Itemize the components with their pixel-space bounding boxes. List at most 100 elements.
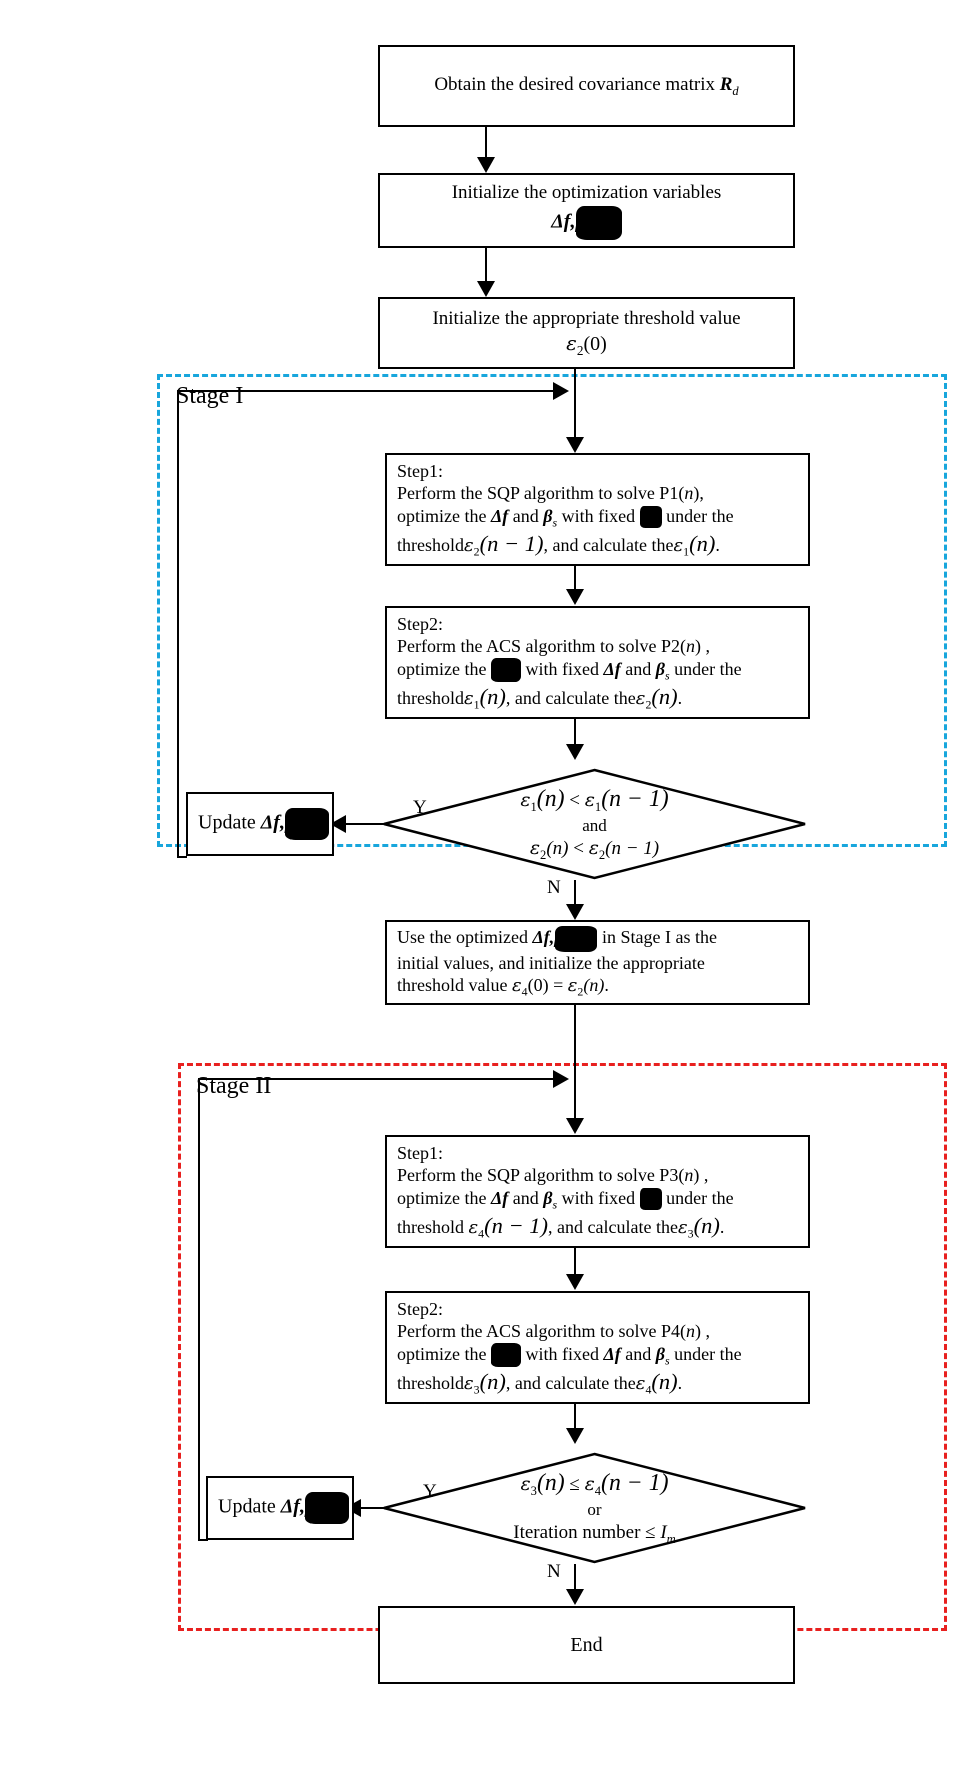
- arrowhead-down-1: [477, 157, 495, 173]
- node-stage2-decision: ε3(n) ≤ ε4(n − 1) or Iteration number ≤ …: [382, 1452, 807, 1564]
- node-end: End: [378, 1606, 795, 1684]
- edge-s1decision-no: [574, 880, 576, 914]
- node-stage2-step2-l3: optimize the with fixed Δf and βs under …: [397, 1343, 742, 1368]
- stage-2-label: Stage II: [196, 1073, 272, 1099]
- symbol-beta-s: β: [543, 505, 553, 526]
- node-stage1-decision-l2: and: [582, 816, 607, 836]
- connector-s1step1-to-s1step2: [574, 566, 576, 599]
- node-stage2-update-text: Update Δf,β: [218, 1492, 350, 1524]
- node-transfer-l1: Use the optimized Δf,β in Stage I as the: [397, 925, 717, 952]
- node-obtain-covariance: Obtain the desired covariance matrix Rd: [378, 45, 795, 127]
- symbol-Rd: R: [719, 73, 733, 95]
- node-stage1-step1: Step1: Perform the SQP algorithm to solv…: [385, 453, 810, 566]
- node-stage1-step1-l2: Perform the SQP algorithm to solve P1(n)…: [397, 483, 704, 504]
- connector-s2step1-to-s2step2: [574, 1248, 576, 1284]
- loop2-horizontal-bottom: [198, 1539, 208, 1541]
- node-initialize-variables-line2: Δf,β: [551, 206, 622, 241]
- node-stage1-update: Update Δf,β: [186, 792, 334, 856]
- loop2-horizontal-top: [198, 1078, 567, 1080]
- edge-s1decision-yes: [343, 823, 388, 825]
- node-stage2-step1-l4: threshold ε4(n − 1), and calculate theε3…: [397, 1212, 725, 1241]
- node-stage1-step2-l2: Perform the ACS algorithm to solve P2(n)…: [397, 636, 710, 657]
- symbol-delta-f: Δf: [551, 210, 571, 233]
- loop1-horizontal-top: [177, 390, 567, 392]
- redaction-blob: [285, 808, 330, 840]
- redaction-blob: [575, 206, 622, 241]
- arrowhead-down-3: [566, 437, 584, 453]
- redaction-blob: [490, 1343, 521, 1368]
- node-stage2-step2-l4: thresholdε3(n), and calculate theε4(n).: [397, 1368, 683, 1397]
- edge-label-yes-2: Y: [423, 1481, 437, 1502]
- node-initialize-variables: Initialize the optimization variables Δf…: [378, 173, 795, 248]
- symbol-beta-s: β: [655, 658, 665, 679]
- node-stage1-step2-l1: Step2:: [397, 613, 444, 634]
- symbol-beta-s: β: [543, 1187, 553, 1208]
- node-stage2-step1-l1: Step1:: [397, 1142, 444, 1163]
- connector-s1step2-to-s1decision: [574, 719, 576, 753]
- arrowhead-down-8: [566, 1274, 584, 1290]
- connector-transfer-to-stage2: [574, 1005, 576, 1128]
- node-stage1-step1-l3: optimize the Δf and βs with fixed under …: [397, 505, 734, 530]
- arrowhead-down-2: [477, 281, 495, 297]
- node-stage1-step1-l4: thresholdε2(n − 1), and calculate theε1(…: [397, 530, 720, 559]
- loop1-vertical-return: [177, 390, 179, 857]
- connector-threshold-to-stage1: [574, 369, 576, 445]
- connector-s2step2-to-s2decision: [574, 1404, 576, 1436]
- symbol-Im: I: [660, 1521, 667, 1543]
- node-transfer-l3: threshold value ε4(0) = ε2(n).: [397, 975, 609, 999]
- symbol-delta-f: Δf: [603, 658, 621, 679]
- redaction-blob: [305, 1492, 350, 1524]
- edge-label-no-2: N: [547, 1561, 561, 1582]
- symbol-delta-f: Δf: [490, 1187, 509, 1208]
- arrowhead-right-loop2: [553, 1070, 569, 1088]
- node-stage1-step2-l4: thresholdε1(n), and calculate theε2(n).: [397, 683, 683, 712]
- symbol-delta-f: Δf: [603, 1343, 621, 1364]
- redaction-blob: [639, 1188, 662, 1211]
- arrowhead-down-5: [566, 744, 584, 760]
- node-stage1-update-text: Update Δf,β: [198, 808, 330, 840]
- stage-1-label: Stage I: [176, 383, 244, 409]
- diamond-shape-1: [383, 768, 806, 880]
- loop1-horizontal-bottom: [177, 856, 187, 858]
- redaction-blob: [555, 925, 598, 952]
- node-stage2-step1-l2: Perform the SQP algorithm to solve P3(n)…: [397, 1165, 709, 1186]
- symbol-beta-s: β: [655, 1343, 665, 1364]
- arrowhead-right-loop1: [553, 382, 569, 400]
- node-stage2-step2-l2: Perform the ACS algorithm to solve P4(n)…: [397, 1321, 710, 1342]
- node-stage2-update: Update Δf,β: [206, 1476, 354, 1540]
- node-initialize-variables-line1: Initialize the optimization variables: [451, 181, 722, 203]
- node-stage1-decision: ε1(n) < ε1(n − 1) and ε2(n) < ε2(n − 1): [382, 768, 807, 880]
- symbol-delta-f: Δf: [280, 1495, 300, 1518]
- node-stage2-decision-l2: or: [587, 1500, 602, 1520]
- node-stage1-decision-l1: ε1(n) < ε1(n − 1): [520, 786, 669, 814]
- node-stage1-step2-l3: optimize the with fixed Δf and βs under …: [397, 658, 742, 683]
- node-stage1-step1-l1: Step1:: [397, 460, 444, 481]
- diamond-shape-2: [383, 1452, 806, 1564]
- node-stage2-step1: Step1: Perform the SQP algorithm to solv…: [385, 1135, 810, 1248]
- arrowhead-left-1: [330, 815, 346, 833]
- arrowhead-down-10: [566, 1589, 584, 1605]
- redaction-blob: [639, 506, 662, 529]
- loop2-vertical-return: [198, 1078, 200, 1540]
- arrowhead-down-4: [566, 589, 584, 605]
- node-stage2-step2: Step2: Perform the ACS algorithm to solv…: [385, 1291, 810, 1404]
- symbol-delta-f: Δf: [532, 926, 550, 947]
- arrowhead-down-7: [566, 1118, 584, 1134]
- node-stage2-step1-l3: optimize the Δf and βs with fixed under …: [397, 1187, 734, 1212]
- node-stage2-step2-l1: Step2:: [397, 1298, 444, 1319]
- node-initialize-threshold-line1: Initialize the appropriate threshold val…: [432, 308, 741, 330]
- node-stage1-decision-l3: ε2(n) < ε2(n − 1): [529, 836, 660, 862]
- connector-init-vars-to-threshold: [485, 248, 487, 288]
- edge-s2decision-yes: [358, 1507, 398, 1509]
- node-stage1-step2: Step2: Perform the ACS algorithm to solv…: [385, 606, 810, 719]
- connector-start-to-init-vars: [485, 127, 487, 161]
- node-end-label: End: [570, 1633, 603, 1656]
- node-stage2-decision-l1: ε3(n) ≤ ε4(n − 1): [520, 1470, 669, 1498]
- node-initialize-threshold-line2: ε2(0): [566, 330, 607, 358]
- arrowhead-down-6: [566, 904, 584, 920]
- node-initialize-threshold: Initialize the appropriate threshold val…: [378, 297, 795, 369]
- arrowhead-down-9: [566, 1428, 584, 1444]
- node-obtain-covariance-text: Obtain the desired covariance matrix Rd: [434, 73, 739, 98]
- symbol-delta-f: Δf: [490, 505, 509, 526]
